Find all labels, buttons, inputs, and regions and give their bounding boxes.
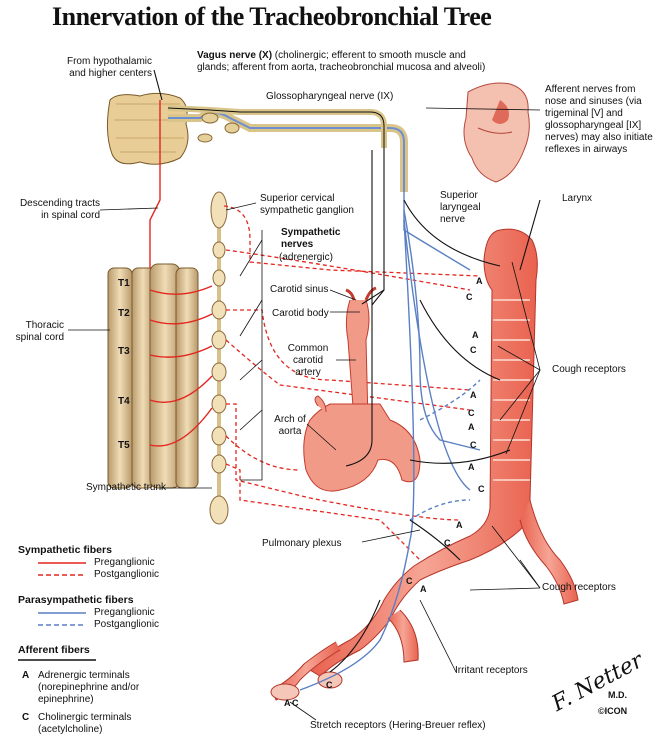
brainstem-section xyxy=(106,92,189,165)
terminal-letter: A xyxy=(470,390,477,400)
signature-md: M.D. xyxy=(608,690,627,700)
cough-receptors-upper-label: Cough receptors xyxy=(552,364,626,375)
terminal-letter: C xyxy=(470,345,477,355)
afferent-nose-label: Afferent nerves from nose and sinuses (v… xyxy=(545,84,653,155)
carotid-sinus-label: Carotid sinus xyxy=(270,284,329,295)
legend-sym-postganglionic: Postganglionic xyxy=(94,569,160,580)
vagus-nerve-desc: (cholinergic; efferent to smooth muscle … xyxy=(197,50,486,73)
irritant-receptors-label: Irritant receptors xyxy=(455,665,528,676)
vagus-nerve-title: Vagus nerve (X) xyxy=(197,50,273,61)
segment-label-t3: T3 xyxy=(118,346,130,357)
vagus-nerve-bundle xyxy=(167,105,408,192)
terminal-letter: C xyxy=(466,292,473,302)
vagus-nerve-label: Vagus nerve (X) (cholinergic; efferent t… xyxy=(197,50,493,74)
glossopharyngeal-label: Glossopharyngeal nerve (IX) xyxy=(266,91,394,102)
superior-cervical-ganglion-label: Superior cervical sympathetic ganglion xyxy=(260,193,354,216)
sympathetic-postganglionic-fibers xyxy=(223,205,481,561)
legend-para-postganglionic: Postganglionic xyxy=(94,619,160,630)
terminal-letter: C xyxy=(406,576,413,586)
sympathetic-nerves-label: Sympathetic nerves xyxy=(281,227,341,250)
terminal-letter: C xyxy=(468,408,475,418)
adrenergic-label: (adrenergic) xyxy=(279,252,333,263)
superior-laryngeal-nerve-label: Superior laryngeal nerve xyxy=(440,190,481,225)
afferent-fibers xyxy=(153,69,541,673)
trachea-bronchi xyxy=(270,228,579,701)
larynx-label: Larynx xyxy=(562,193,593,204)
terminal-letter: A xyxy=(468,462,475,472)
legend-c-key: C xyxy=(22,712,30,723)
terminal-letter: A xyxy=(284,698,291,708)
arch-of-aorta-label: Arch of aorta xyxy=(274,414,306,437)
leader-lines xyxy=(68,107,541,721)
common-carotid-artery-label: Common carotid artery xyxy=(287,343,329,378)
hypothalamic-label: From hypothalamic and higher centers xyxy=(66,56,152,79)
legend-afferent-title: Afferent fibers xyxy=(18,644,90,656)
legend-a-desc: Adrenergic terminals (norepinephrine and… xyxy=(38,670,140,705)
segment-label-t1: T1 xyxy=(118,278,130,289)
legend-a-key: A xyxy=(22,670,30,681)
descending-tracts-label: Descending tracts in spinal cord xyxy=(19,198,100,221)
head-outline xyxy=(463,82,530,183)
terminal-letter: C xyxy=(444,538,451,548)
terminal-letter: C xyxy=(470,440,477,450)
terminal-letter: C xyxy=(326,680,333,690)
segment-label-t4: T4 xyxy=(118,396,130,407)
stretch-receptors-label: Stretch receptors (Hering-Breuer reflex) xyxy=(310,720,486,731)
sympathetic-trunk-label: Sympathetic trunk xyxy=(86,482,167,493)
terminal-letter: A xyxy=(468,422,475,432)
terminal-letter: A xyxy=(476,276,483,286)
thoracic-spinal-cord-label: Thoracic spinal cord xyxy=(15,320,64,343)
segment-label-t2: T2 xyxy=(118,308,130,319)
page-title: Innervation of the Tracheobronchial Tree xyxy=(52,2,492,31)
segment-label-t5: T5 xyxy=(118,440,130,451)
legend-parasympathetic-title: Parasympathetic fibers xyxy=(18,594,134,606)
terminal-letter: C xyxy=(292,698,299,708)
icon-brand: ©ICON xyxy=(598,706,628,716)
terminal-letter: A xyxy=(420,584,427,594)
legend-c-desc: Cholinergic terminals (acetylcholine) xyxy=(38,712,132,735)
terminal-letter: C xyxy=(478,484,485,494)
carotid-body-label: Carotid body xyxy=(272,308,329,319)
parasympathetic-fibers xyxy=(299,192,481,691)
aortic-arch-and-carotid xyxy=(303,286,421,492)
cough-receptors-lower-label: Cough receptors xyxy=(542,582,616,593)
legend-para-preganglionic: Preganglionic xyxy=(94,607,155,618)
terminal-letter: A xyxy=(472,330,479,340)
thoracic-spinal-cord xyxy=(107,263,199,489)
legend-sympathetic-title: Sympathetic fibers xyxy=(18,544,112,556)
pulmonary-plexus-label: Pulmonary plexus xyxy=(262,538,342,549)
sympathetic-trunk-chain xyxy=(209,191,229,525)
legend-swatches xyxy=(18,562,96,661)
sympathetic-preganglionic-fibers xyxy=(149,100,213,447)
legend-sym-preganglionic: Preganglionic xyxy=(94,557,155,568)
terminal-letter: A xyxy=(456,520,463,530)
